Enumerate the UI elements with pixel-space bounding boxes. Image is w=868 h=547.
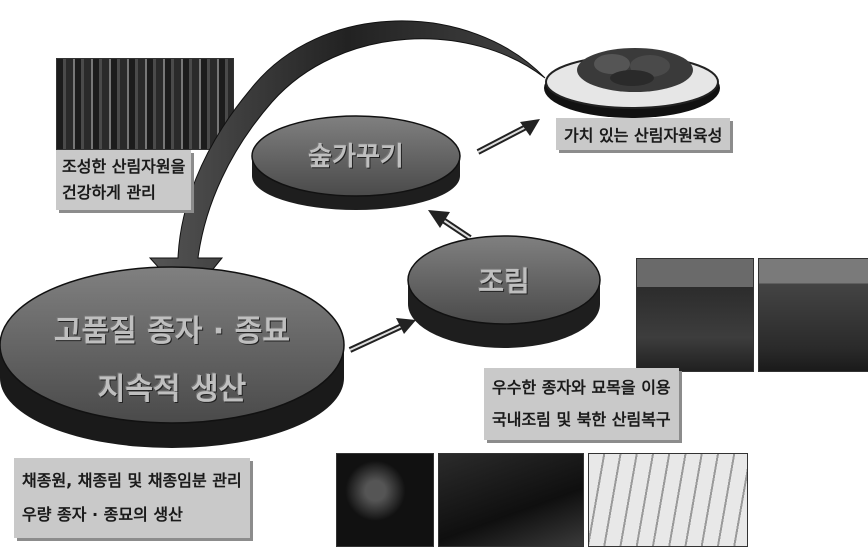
- caption-afforestation-desc: 우수한 종자와 묘목을 이용 국내조림 및 북한 산림복구: [484, 368, 679, 440]
- caption-valuable-resources: 가치 있는 산림자원육성: [556, 118, 731, 150]
- seed-handling-photo: [438, 453, 584, 547]
- caption-afforestation-line1: 우수한 종자와 묘목을 이용: [492, 378, 671, 397]
- disc-label-afforestation: 조림: [478, 265, 530, 298]
- disc-seed-production: [0, 266, 345, 448]
- caption-afforestation-line2: 국내조림 및 북한 산림복구: [492, 410, 671, 429]
- disc-label-seed-line2: 지속적 생산: [97, 372, 247, 407]
- caption-seed-orchard-line2: 우량 종자 · 종묘의 생산: [22, 505, 183, 524]
- forest-stand-photo: [56, 58, 234, 150]
- arrow-care-to-resources: [476, 119, 540, 155]
- caption-managed-forest: 조성한 산림자원을 건강하게 관리: [56, 150, 192, 210]
- caption-seed-orchard: 채종원, 채종림 및 채종임분 관리 우량 종자 · 종묘의 생산: [14, 458, 250, 538]
- caption-seed-orchard-line1: 채종원, 채종림 및 채종임분 관리: [22, 471, 242, 490]
- caption-managed-forest-line2: 건강하게 관리: [62, 183, 156, 202]
- disc-label-seed-line1: 고품질 종자 · 종묘: [54, 314, 290, 349]
- disc-afforestation: [407, 235, 601, 348]
- disc-forest-care: [251, 115, 461, 210]
- arrow-seed-to-afforestation: [348, 318, 416, 353]
- planting-site-photo-2: [758, 258, 868, 372]
- arrow-afforestation-to-care: [428, 210, 472, 241]
- plate-icon: [544, 48, 720, 118]
- planting-site-photo-1: [636, 258, 754, 372]
- disc-label-forest-care: 숲가꾸기: [308, 142, 404, 172]
- caption-managed-forest-line1: 조성한 산림자원을: [62, 157, 186, 176]
